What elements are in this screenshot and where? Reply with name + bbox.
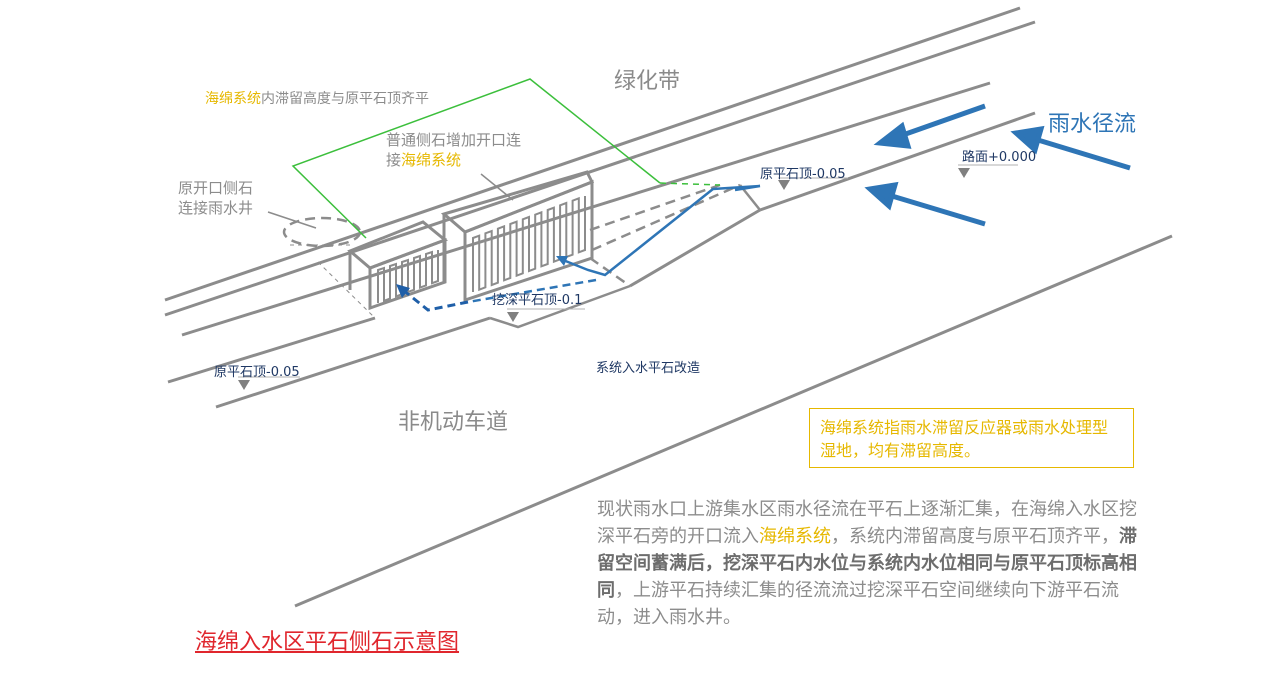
old-curb-line2: 连接雨水井 [178, 199, 254, 217]
runoff-arrows [864, 103, 1131, 227]
curb-top-elevation-left: 原平石顶-0.05 [214, 365, 300, 380]
road-surface-elevation: 路面+0.000 [962, 150, 1037, 165]
greenbelt-label: 绿化带 [614, 69, 681, 94]
storage-height-text: 内滞留高度与原平石顶齐平 [261, 91, 429, 107]
storage-height-highlight: 海绵系统 [205, 91, 261, 107]
description-paragraph: 现状雨水口上游集水区雨水径流在平石上逐渐汇集，在海绵入水区挖深平石旁的开口流入海… [597, 496, 1142, 631]
runoff-label: 雨水径流 [1048, 112, 1137, 137]
figure-caption: 海绵入水区平石侧石示意图 [195, 630, 460, 655]
storage-height-label: 海绵系统内滞留高度与原平石顶齐平 [205, 88, 429, 108]
green-outline [291, 78, 721, 239]
paragraph-part1: 现状雨水口上游集水区雨水径流在平石上逐渐汇集，在海绵入水区挖深平石旁的开口流入 [597, 499, 1137, 547]
elevation-markers [238, 164, 1018, 390]
paragraph-part2: ，系统内滞留高度与原平石顶齐平， [831, 526, 1119, 547]
curb-blocks [347, 170, 595, 311]
note-box: 海绵系统指雨水滞留反应器或雨水处理型湿地，均有滞留高度。 [809, 408, 1134, 468]
old-curb-line1: 原开口侧石 [178, 179, 254, 197]
water-flow [396, 184, 761, 312]
drain-slots-large [472, 196, 586, 292]
curb-opening-label: 普通侧石增加开口连接海绵系统 [386, 130, 521, 170]
curb-top-elevation-right: 原平石顶-0.05 [760, 167, 846, 182]
paragraph-part3: ，上游平石持续汇集的径流流过挖深平石空间继续向下游平石流动，进入雨水井。 [597, 580, 1119, 628]
dashed-extensions [282, 183, 741, 319]
paragraph-highlight: 海绵系统 [759, 526, 831, 547]
curb-opening-highlight: 海绵系统 [401, 151, 462, 169]
curb-opening-line2: 接 [386, 151, 402, 169]
curb-opening-line1: 普通侧石增加开口连 [386, 131, 522, 149]
old-curb-label: 原开口侧石连接雨水井 [178, 178, 253, 218]
leader-lines [267, 173, 514, 229]
dug-curb-elevation: 挖深平石顶-0.1 [492, 293, 583, 308]
drain-slots-small [377, 250, 439, 303]
nonmotor-lane-label: 非机动车道 [398, 410, 509, 435]
paragraph-bold: 滞留空间蓄满后，挖深平石内水位与系统内水位相同与原平石顶标高相同 [597, 526, 1137, 601]
inlet-modification-label: 系统入水平石改造 [596, 361, 701, 376]
